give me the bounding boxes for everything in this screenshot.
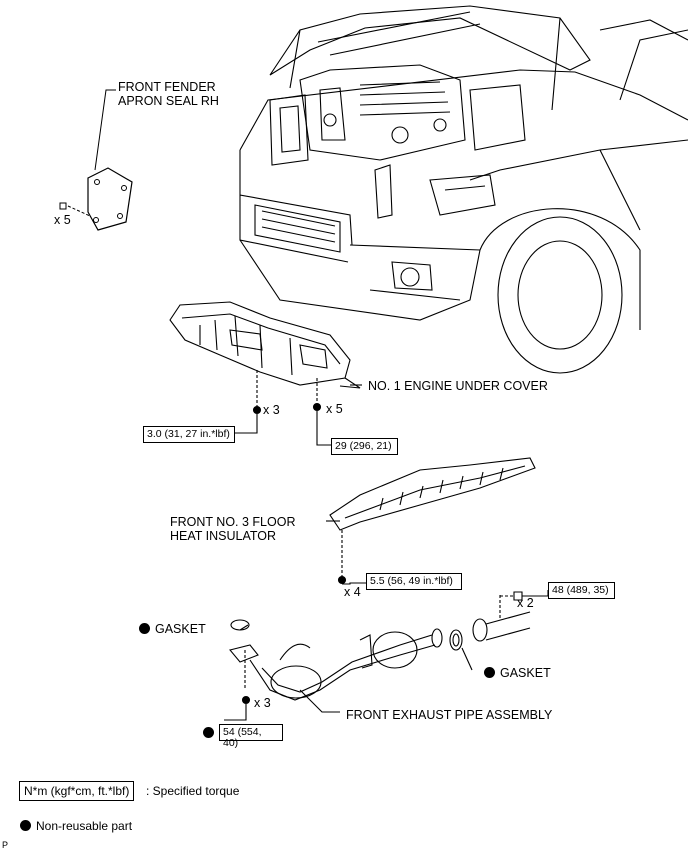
vehicle-front-drawing — [239, 5, 688, 374]
flange-bolts-qty: x 2 — [517, 596, 534, 610]
cover-bolts-right-qty: x 5 — [326, 402, 343, 416]
exhaust-pipe-drawing — [224, 590, 549, 721]
gasket-right-label: GASKET — [500, 666, 551, 680]
heat-insulator-label-line1: FRONT NO. 3 FLOOR — [170, 515, 296, 529]
fender-clips-qty: x 5 — [54, 213, 71, 227]
fender-apron-seal-drawing — [59, 89, 133, 231]
non-reusable-mark-gasket-right — [484, 667, 495, 678]
non-reusable-mark-pipe-nut — [203, 727, 214, 738]
exhaust-pipe-label: FRONT EXHAUST PIPE ASSEMBLY — [346, 708, 553, 722]
page-code: P — [2, 840, 9, 850]
legend-non-reusable-mark — [20, 820, 31, 831]
fender-seal-label-line2: APRON SEAL RH — [118, 94, 219, 108]
insulator-nuts-qty: x 4 — [344, 585, 361, 599]
torque-cover-right: 29 (296, 21) — [331, 438, 398, 455]
torque-cover-left: 3.0 (31, 27 in.*lbf) — [143, 426, 235, 443]
gasket-left-label: GASKET — [155, 622, 206, 636]
pipe-nuts-qty: x 3 — [254, 696, 271, 710]
fender-seal-label: FRONT FENDER APRON SEAL RH — [118, 80, 219, 108]
cover-bolts-left-qty: x 3 — [263, 403, 280, 417]
engine-under-cover-drawing — [169, 301, 362, 446]
fender-seal-label-line1: FRONT FENDER — [118, 80, 216, 94]
non-reusable-mark-gasket-left — [139, 623, 150, 634]
torque-insulator: 5.5 (56, 49 in.*lbf) — [366, 573, 462, 590]
torque-flange: 48 (489, 35) — [548, 582, 615, 599]
torque-pipe: 54 (554, 40) — [219, 724, 283, 749]
legend-torque-unit: N*m (kgf*cm, ft.*lbf) — [19, 781, 135, 801]
legend-non-reusable-desc: Non-reusable part — [36, 819, 133, 833]
legend-torque-desc: : Specified torque — [146, 784, 240, 798]
heat-insulator-drawing — [326, 457, 536, 585]
heat-insulator-label-line2: HEAT INSULATOR — [170, 529, 277, 543]
heat-insulator-label: FRONT NO. 3 FLOOR HEAT INSULATOR — [170, 515, 295, 543]
under-cover-label: NO. 1 ENGINE UNDER COVER — [368, 379, 548, 393]
